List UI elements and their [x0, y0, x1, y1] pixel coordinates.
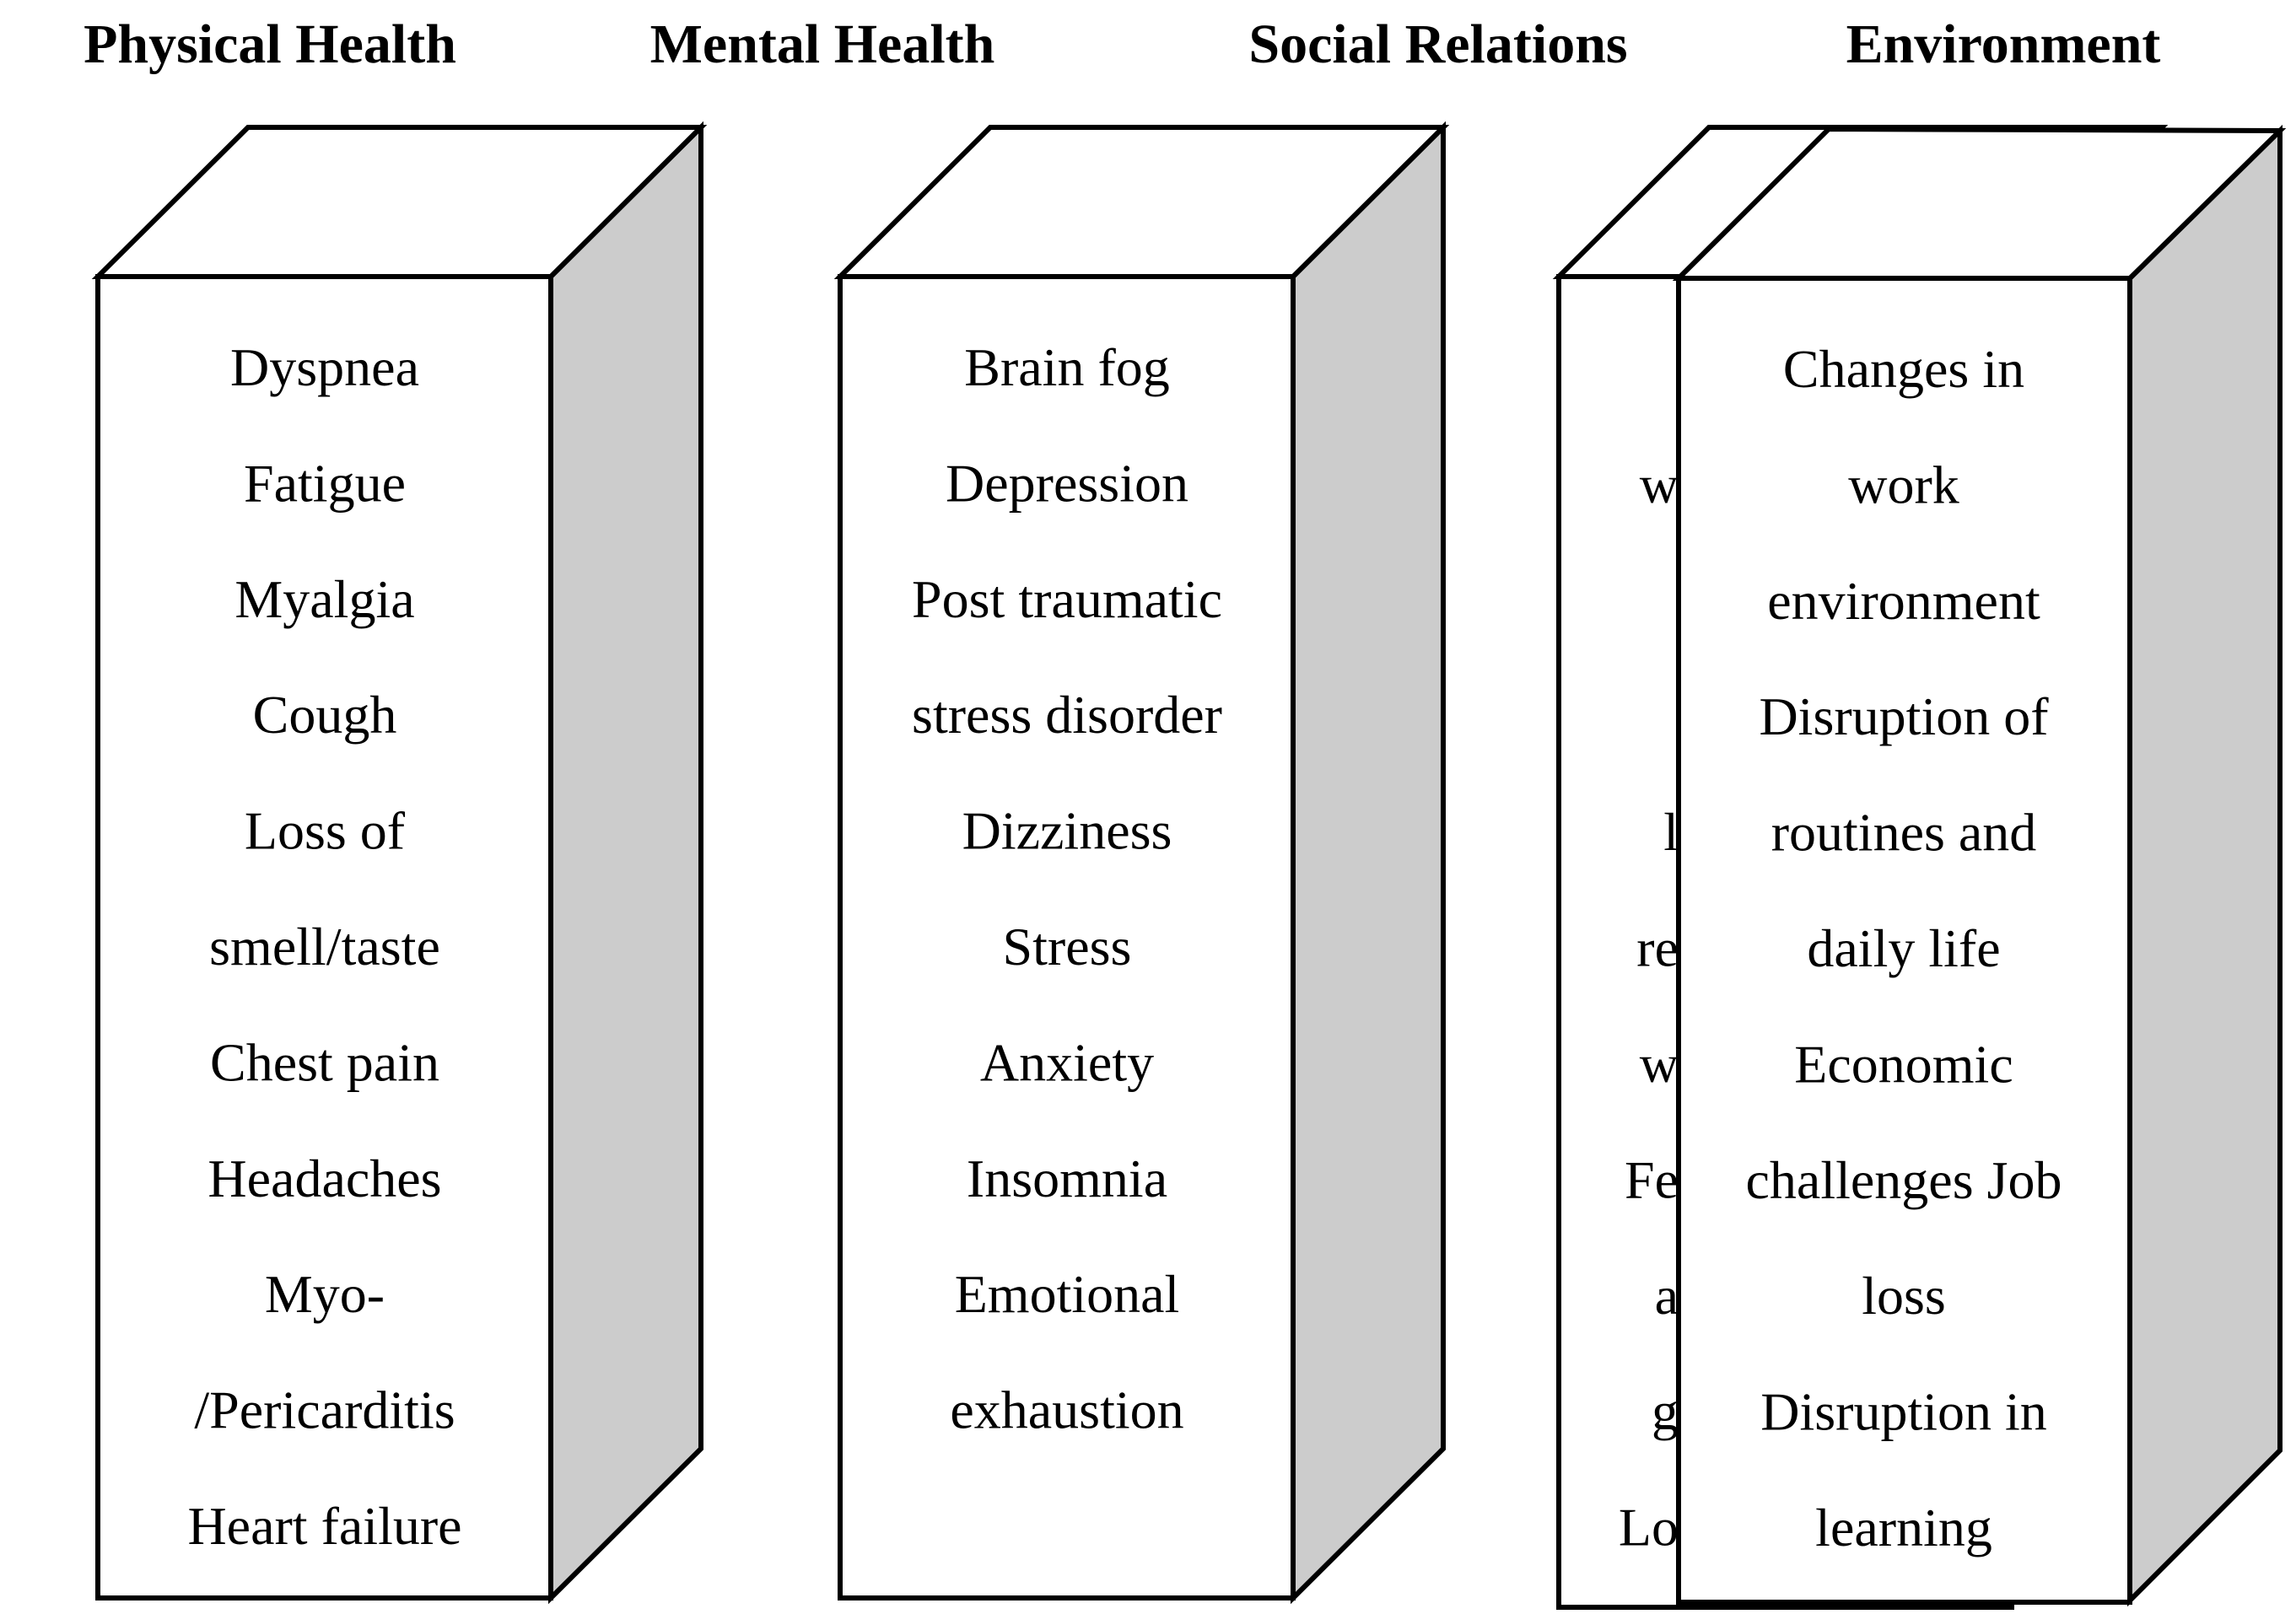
environment-item-6: Economic: [1794, 1034, 2013, 1094]
social-relations-fragment-0: w: [1640, 455, 1679, 514]
physical-health-item-2: Myalgia: [234, 569, 414, 629]
mental-health-item-5: Stress: [1003, 917, 1132, 976]
environment-item-4: routines and: [1771, 803, 2037, 863]
mental-health-item-1: Depression: [946, 453, 1188, 513]
environment-item-8: loss: [1862, 1266, 1946, 1326]
mental-health-item-3: stress disorder: [912, 685, 1222, 745]
social-relations-fragment-7: a: [1655, 1266, 1679, 1326]
physical-health-item-10: Heart failure: [187, 1496, 461, 1556]
mental-health-item-0: Brain fog: [964, 337, 1170, 397]
physical-health-item-7: Headaches: [208, 1149, 441, 1208]
mental-health-item-7: Insomnia: [967, 1149, 1167, 1208]
heading-physical-health: Physical Health: [84, 13, 456, 75]
physical-health-item-5: smell/taste: [209, 917, 440, 976]
physical-health-item-6: Chest pain: [210, 1032, 439, 1092]
environment-item-5: daily life: [1807, 918, 2000, 978]
social-relations-fragment-9: Lo: [1619, 1498, 1679, 1558]
social-relations-fragment-3: l: [1663, 802, 1679, 862]
social-relations-fragment-8: g: [1652, 1381, 1679, 1441]
environment-item-0: Changes in: [1783, 339, 2024, 399]
environment-item-9: Disruption in: [1760, 1382, 2047, 1442]
social-relations-fragment-4: re: [1636, 918, 1679, 978]
physical-health-item-4: Loss of: [245, 801, 406, 861]
social-relations-fragment-5: w: [1640, 1034, 1679, 1094]
environment-item-2: environment: [1767, 571, 2040, 631]
mental-health-item-6: Anxiety: [980, 1032, 1154, 1092]
heading-social-relations: Social Relations: [1248, 13, 1627, 75]
physical-health-item-1: Fatigue: [244, 453, 406, 513]
physical-health-item-3: Cough: [253, 685, 397, 745]
mental-health-item-9: exhaustion: [950, 1380, 1183, 1440]
social-relations-fragment-6: Fe: [1625, 1149, 1679, 1209]
environment-item-3: Disruption of: [1759, 686, 2049, 746]
mental-health-item-8: Emotional: [955, 1264, 1180, 1324]
mental-health-item-4: Dizziness: [962, 801, 1172, 861]
box-mental-health: [833, 121, 1450, 1605]
environment-item-7: challenges Job: [1746, 1150, 2062, 1210]
heading-environment: Environment: [1846, 13, 2161, 75]
physical-health-item-0: Dyspnea: [230, 337, 419, 397]
box-physical-health: [91, 121, 708, 1605]
mental-health-item-2: Post traumatic: [912, 569, 1222, 629]
physical-health-item-9: /Pericarditis: [194, 1380, 455, 1440]
environment-item-10: learning: [1815, 1498, 1992, 1558]
box-environment: [1672, 124, 2287, 1607]
environment-item-1: work: [1848, 455, 1959, 514]
physical-health-item-8: Myo-: [265, 1264, 385, 1324]
heading-mental-health: Mental Health: [650, 13, 995, 75]
